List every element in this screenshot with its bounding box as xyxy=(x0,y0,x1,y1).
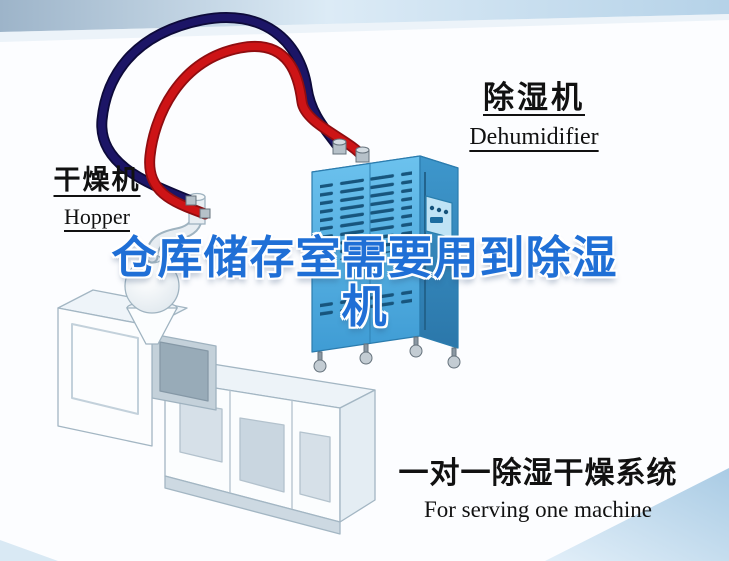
caster-wheel xyxy=(447,355,461,369)
caster-wheel xyxy=(409,344,423,358)
bottom-right-corner xyxy=(545,468,729,561)
gearbox-plate-inner xyxy=(159,341,209,402)
page-title: 仓库储存室需要用到除湿 机 xyxy=(0,233,729,331)
hopper-label-zh: 干燥机 xyxy=(53,165,141,195)
casters xyxy=(313,336,461,373)
bed-panel xyxy=(179,401,223,463)
cabinet-bottom-grille xyxy=(320,288,412,318)
red-hose xyxy=(145,42,366,218)
panel-display xyxy=(430,217,443,223)
panel-button xyxy=(429,205,435,211)
system-caption: 一对一除湿干燥系统 For serving one machine xyxy=(376,448,700,523)
dehumidifier-cabinet xyxy=(311,155,461,373)
head-front-inset xyxy=(71,323,139,415)
navy-hose xyxy=(98,13,343,205)
bed-panel xyxy=(299,431,331,503)
panel-button xyxy=(443,209,449,215)
hoses xyxy=(96,11,368,220)
hopper-label: 干燥机 Hopper xyxy=(34,158,160,230)
bed-right-face xyxy=(339,389,376,523)
dehumidifier-label-en: Dehumidifier xyxy=(469,124,599,150)
bottom-left-corner xyxy=(0,540,58,561)
system-caption-zh: 一对一除湿干燥系统 xyxy=(398,457,678,490)
cabinet-fitting-top xyxy=(355,146,370,154)
cabinet-fitting-top xyxy=(332,138,347,146)
caster-wheel xyxy=(313,359,327,373)
system-caption-en: For serving one machine xyxy=(423,497,653,522)
hopper-fitting xyxy=(199,208,211,219)
top-band-soft xyxy=(0,14,729,42)
panel-button xyxy=(436,207,442,213)
hopper-fitting xyxy=(185,195,197,206)
hopper-label-en: Hopper xyxy=(64,204,130,229)
caster-wheel xyxy=(359,351,373,365)
dehumidifier-label: 除湿机 Dehumidifier xyxy=(448,72,620,151)
bed-panel xyxy=(239,417,285,493)
bed-base-skirt xyxy=(164,475,341,535)
page-title-line2: 机 xyxy=(341,281,388,332)
dehumidifier-label-zh: 除湿机 xyxy=(483,80,585,115)
page-title-line1: 仓库储存室需要用到除湿 xyxy=(111,232,618,283)
cabinet-vent-grille xyxy=(320,171,412,263)
hopper-unit xyxy=(124,192,206,345)
hose-fittings xyxy=(185,138,370,219)
hopper-pipe xyxy=(147,215,201,262)
